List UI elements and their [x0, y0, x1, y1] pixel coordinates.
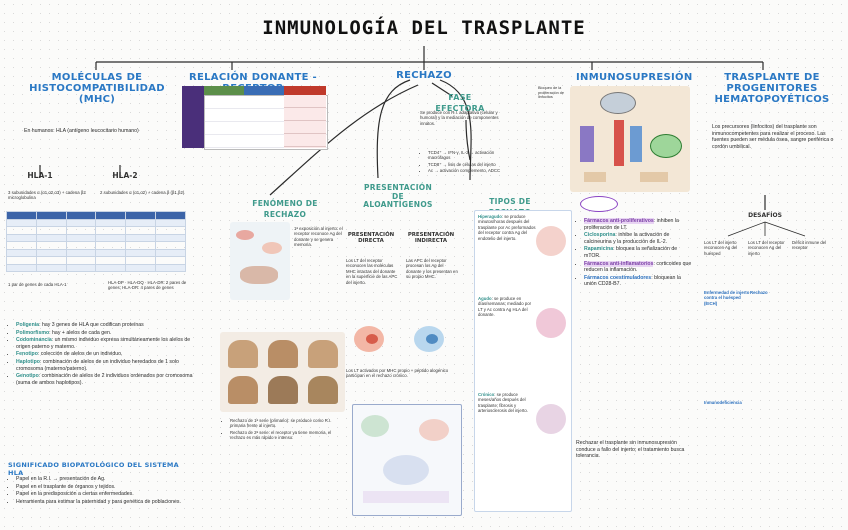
challenge-col2: Los LT del receptor reconocen Ag del inj… — [748, 240, 785, 256]
type-hyperacute: Hiperagudo: se produce minutos/horas des… — [478, 214, 536, 241]
bullet-haplotipo: Haplotipo: combinación de alelos de un i… — [16, 359, 194, 372]
rejection-label: Rechazo — [750, 290, 768, 295]
presentation-diagram — [352, 404, 462, 516]
bullet-genotipo: Genotipo: combinación de alelos de 2 ind… — [16, 373, 194, 386]
gvhd-label: Enfermedad de injerto contra el huésped … — [704, 290, 750, 306]
hla1-genes: 1 par de genes de cada HLA-1 — [8, 282, 67, 287]
rejection-sets: Rechazo de 1ª serie (primario): se produ… — [222, 418, 344, 442]
phenomenon-text: 1ª exposición al injerto: el receptor re… — [294, 226, 343, 248]
highlighted-oval — [580, 196, 618, 212]
donor-table-figure — [182, 86, 328, 150]
presentation-note: Los LT activados por MHC propio + péptid… — [346, 368, 449, 379]
mhc-intro: En humanos: HLA (antígeno leucocitario h… — [24, 128, 139, 134]
mhc-header: MOLÉCULAS DE HISTOCOMPATIBILIDAD (MHC) — [29, 72, 165, 105]
significance-header: SIGNIFICADO BIOPATOLÓGICO DEL SISTEMA HL… — [8, 461, 179, 477]
bullet-fenotipo: Fenotipo: colección de alelos de un indi… — [16, 351, 194, 358]
effector-text: Se produce con R.I. adaptativa (celular … — [420, 110, 499, 126]
type-acute: Agudo: se produce en días/semanas; media… — [478, 296, 532, 318]
mhc-bullets: Poligenia: hay 3 genes de HLA que codifi… — [8, 322, 194, 387]
hla1-text: 3 subunidades α (α1,α2,α3) + cadena β2 m… — [8, 190, 86, 201]
hyperacute-figure — [536, 226, 566, 256]
acute-figure — [536, 308, 566, 338]
chronic-figure — [536, 404, 566, 434]
progenitors-header: TRASPLANTE DE PROGENITORES HEMATOPOYÉTIC… — [714, 72, 830, 105]
bullet-poligenia: Poligenia: hay 3 genes de HLA que codifi… — [16, 322, 194, 329]
immunodeficiency-label: Inmunodeficiencia — [704, 400, 742, 405]
immunosuppression-header: INMUNOSUPRESIÓN — [576, 72, 693, 83]
direct-text: Los LT del receptor reconocen las molécu… — [346, 258, 398, 285]
direct-header: PRESENTACIÓN DIRECTA — [347, 232, 395, 245]
immunosuppression-note: Rechazar el trasplante sin inmunosupresi… — [576, 440, 685, 460]
immunosuppression-diagram — [570, 86, 690, 192]
hla2-title: HLA-2 — [112, 171, 138, 180]
direct-figure — [348, 320, 394, 356]
challenge-col3: Déficit inmune del receptor — [792, 240, 827, 251]
types-box — [474, 210, 572, 512]
immunosuppression-label: Bloqueo de la proliferación de linfocito… — [538, 86, 564, 100]
significance-list: Papel en la R.I. → presentación de Ag. P… — [8, 476, 194, 506]
type-chronic: Crónico: se produce meses/años después d… — [478, 392, 528, 414]
bullet-polimorfismo: Polimorfismo: hay + alelos de cada gen. — [16, 330, 194, 337]
page-title: INMUNOLOGÍA DEL TRASPLANTE — [262, 17, 586, 39]
challenges-header: DESAFÍOS — [748, 212, 782, 219]
effector-items: TCD4⁺ → IFN-γ, IL-2 → activación macrófa… — [420, 150, 506, 175]
bullet-codominancia: Codominancia: un mismo individuo expresa… — [16, 337, 194, 350]
effector-header: FASE EFECTORA — [435, 93, 485, 113]
hla1-title: HLA-1 — [27, 171, 53, 180]
hla-table — [6, 211, 186, 272]
challenge-col1: Los LT del injerto reconocen Ag del hués… — [704, 240, 738, 256]
hla2-text: 2 subunidades α (α1,α2) + cadena β (β1,β… — [100, 190, 185, 195]
hla2-genes: HLA-DP · HLA-DQ · HLA-DR: 2 pares de gen… — [108, 280, 187, 291]
indirect-text: Las APC del receptor procesan los Ag del… — [406, 258, 458, 280]
phenomenon-figure-1 — [230, 222, 290, 300]
rejection-header: RECHAZO — [396, 70, 452, 81]
phenomenon-figure-2 — [220, 332, 345, 412]
progenitors-intro: Los precursores (linfocitos) del traspla… — [712, 124, 834, 150]
presentation-header: PRESENTACIÓN DE ALOANTÍGENOS — [363, 183, 433, 209]
phenomenon-header: FENÓMENO DE RECHAZO — [252, 199, 318, 219]
indirect-figure — [408, 320, 454, 356]
indirect-header: PRESENTACIÓN INDIRECTA — [407, 232, 455, 245]
immunosuppression-list: Fármacos anti-proliferativos: inhiben la… — [576, 218, 694, 289]
